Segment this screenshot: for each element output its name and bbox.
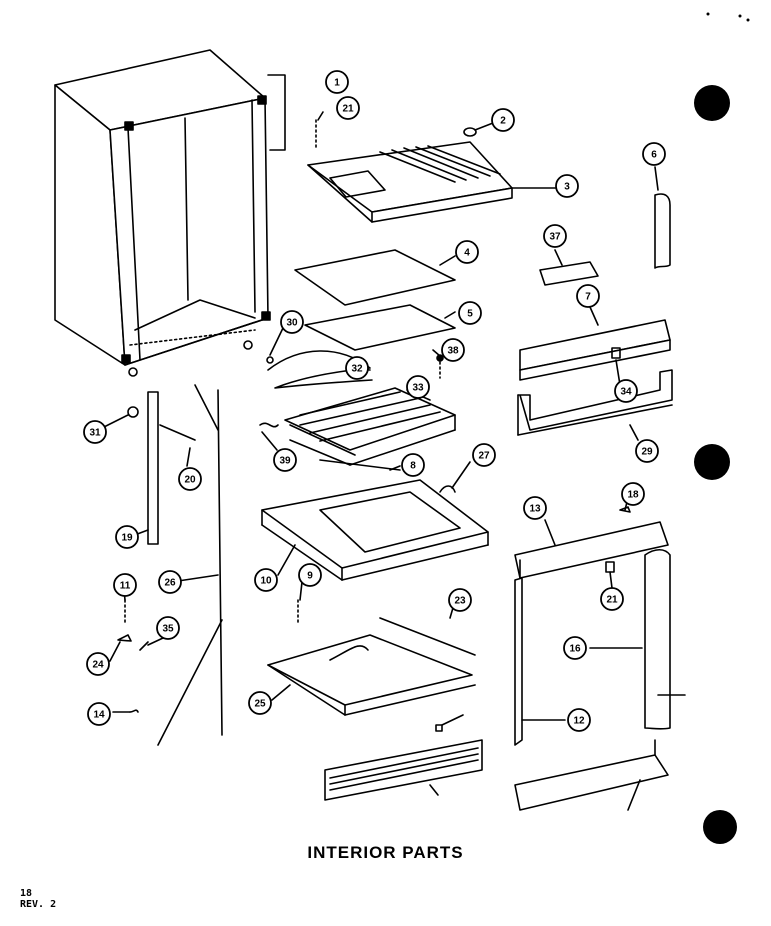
- callout-label: 25: [254, 699, 266, 710]
- callout-label: 3: [564, 182, 570, 193]
- callout-circle-21: [336, 96, 360, 120]
- callout-circle-34: [614, 379, 638, 403]
- callout-circle-16: [563, 636, 587, 660]
- callout-label: 14: [93, 710, 105, 721]
- callout-circle-30: [280, 310, 304, 334]
- callout-label: 37: [549, 232, 561, 243]
- page-number: 18 REV. 2: [20, 888, 56, 910]
- callout-label: 33: [412, 383, 424, 394]
- callout-label: 34: [620, 387, 632, 398]
- callout-circle-6: [642, 142, 666, 166]
- diagram-title: INTERIOR PARTS: [307, 843, 464, 862]
- panel-part-5: [304, 304, 456, 351]
- callout-label: 16: [569, 644, 581, 655]
- callout-label: 9: [307, 571, 313, 582]
- callout-label: 18: [627, 490, 639, 501]
- callout-circle-14: [87, 702, 111, 726]
- callout-label: 2: [500, 116, 506, 127]
- evaporator-part-38: [284, 387, 456, 466]
- callout-label: 20: [184, 475, 196, 486]
- callout-label: 1: [334, 78, 340, 89]
- drip-tray-part-19: [261, 479, 489, 581]
- callout-circle-12: [567, 708, 591, 732]
- page-revision: REV. 2: [20, 899, 57, 910]
- callout-label: 8: [410, 461, 416, 472]
- callout-circle-29: [635, 439, 659, 463]
- callout-circle-3: [555, 174, 579, 198]
- callout-label: 12: [573, 716, 585, 727]
- callout-label: 29: [641, 447, 653, 458]
- callout-label: 24: [92, 660, 104, 671]
- callout-circle-27: [472, 443, 496, 467]
- registration-marks: [694, 12, 750, 844]
- callout-label: 38: [447, 346, 459, 357]
- callout-label: 30: [286, 318, 298, 329]
- shelf-part-12: [514, 754, 669, 811]
- callout-circle-4: [455, 240, 479, 264]
- callout-label: 26: [164, 578, 176, 589]
- callout-circle-35: [156, 616, 180, 640]
- bottom-tray-part-18: [267, 634, 476, 716]
- callout-circle-2: [491, 108, 515, 132]
- callout-label: 32: [351, 364, 363, 375]
- callout-circle-11: [113, 573, 137, 597]
- strip-part-35: [514, 577, 523, 746]
- callout-label: 39: [279, 456, 291, 467]
- callout-label: 4: [464, 248, 470, 259]
- grille-part-14: [324, 739, 483, 801]
- callout-label: 19: [121, 533, 133, 544]
- callout-circle-18: [621, 482, 645, 506]
- panel-part-4: [294, 249, 456, 306]
- top-deck-part-3: [307, 141, 513, 223]
- callout-label: 27: [478, 451, 490, 462]
- callout-label: 35: [162, 624, 174, 635]
- callout-label: 31: [89, 428, 101, 439]
- callout-circle-24: [86, 652, 110, 676]
- panel-part-11: [644, 548, 671, 730]
- callout-circle-25: [248, 691, 272, 715]
- callout-circle-21: [600, 587, 624, 611]
- callout-circle-38: [441, 338, 465, 362]
- callout-label: 21: [342, 104, 354, 115]
- callout-circle-7: [576, 284, 600, 308]
- callout-circle-33: [406, 375, 430, 399]
- callout-circle-32: [345, 356, 369, 380]
- callout-label: 11: [120, 581, 131, 592]
- callout-circle-5: [458, 301, 482, 325]
- callout-label: 7: [585, 292, 591, 303]
- callout-label: 21: [606, 595, 618, 606]
- callout-circle-13: [523, 496, 547, 520]
- shelf-part-10: [514, 521, 669, 579]
- bin-part-6: [654, 193, 671, 269]
- callout-circle-23: [448, 588, 472, 612]
- callout-label: 10: [260, 576, 272, 587]
- callout-circle-37: [543, 224, 567, 248]
- cabinet-shell: [54, 49, 271, 377]
- page-number-value: 18: [20, 888, 33, 899]
- callout-circle-31: [83, 420, 107, 444]
- callout-circle-1: [325, 70, 349, 94]
- callout-label: 23: [454, 596, 466, 607]
- shelf-part-8: [517, 369, 673, 431]
- callout-circle-10: [254, 568, 278, 592]
- callout-circle-20: [178, 467, 202, 491]
- callout-label: 6: [651, 150, 657, 161]
- callout-circle-8: [401, 453, 425, 477]
- callout-circle-26: [158, 570, 182, 594]
- callout-circle-19: [115, 525, 139, 549]
- callout-circle-9: [298, 563, 322, 587]
- callout-label: 13: [529, 504, 541, 515]
- rail-part-27: [147, 391, 159, 545]
- callout-label: 5: [467, 309, 473, 320]
- callout-circle-39: [273, 448, 297, 472]
